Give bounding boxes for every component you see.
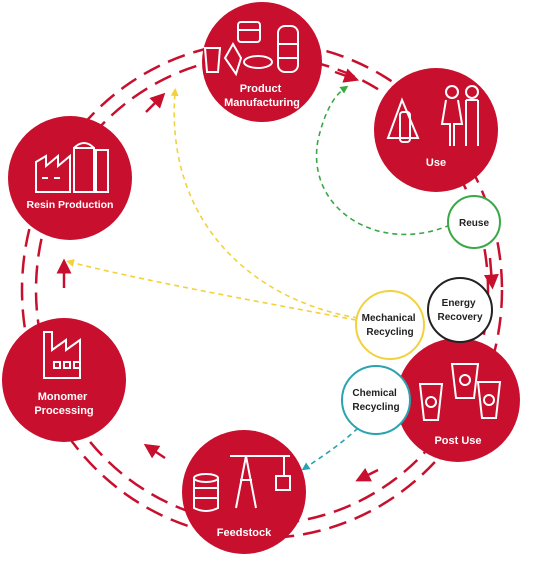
label-resin-production: Resin Production	[27, 199, 114, 211]
recycling-bins-icon	[418, 363, 502, 421]
label-product-manufacturing-2: Manufacturing	[224, 97, 300, 109]
stage-monomer-processing: Monomer Processing	[2, 318, 126, 442]
resin-factory-icon	[35, 142, 109, 193]
mechanical-to-resin-flow	[66, 259, 357, 321]
mechanical-to-manufacturing-flow	[170, 88, 359, 319]
svg-text:Chemical Recycling: Chemical Recycling	[352, 388, 399, 413]
arrow-use-to-postuse	[483, 257, 499, 290]
stage-resin-production: Resin Production	[8, 116, 132, 240]
svg-text:Product Manufacturing: Product Manufacturing	[224, 83, 300, 109]
label-product-manufacturing-1: Product	[240, 83, 282, 95]
oil-rig-icon	[193, 455, 291, 512]
arrow-manufacturing-to-use	[334, 68, 360, 83]
stage-feedstock: Feedstock	[182, 430, 306, 554]
label-chemical-recycling-2: Recycling	[352, 402, 399, 413]
label-monomer-processing-1: Monomer	[38, 391, 88, 403]
people-recycling-icon	[386, 85, 479, 146]
label-monomer-processing-2: Processing	[34, 405, 93, 417]
stage-post-use: Post Use	[396, 338, 520, 462]
svg-text:Energy Recovery: Energy Recovery	[437, 298, 482, 323]
label-energy-recovery-1: Energy	[442, 298, 476, 309]
option-reuse: Reuse	[447, 195, 501, 249]
label-use: Use	[426, 157, 446, 169]
manufacturing-products-icon	[203, 21, 299, 77]
label-feedstock: Feedstock	[217, 527, 272, 539]
factory-icon	[43, 331, 81, 379]
option-chemical-recycling: Chemical Recycling	[341, 365, 411, 435]
chemical-to-feedstock-flow	[301, 427, 359, 471]
label-chemical-recycling-1: Chemical	[352, 388, 397, 399]
label-mechanical-recycling-1: Mechanical	[362, 313, 416, 324]
stage-use: Use	[374, 68, 498, 192]
svg-text:Mechanical Recycling: Mechanical Recycling	[362, 313, 419, 338]
stage-product-manufacturing: Product Manufacturing	[202, 2, 322, 122]
arrow-feedstock-to-monomer	[143, 443, 166, 460]
svg-text:Monomer Processing: Monomer Processing	[34, 391, 93, 417]
arrow-resin-to-manufacturing	[145, 92, 166, 113]
secondary-flows	[66, 85, 451, 471]
cycle-arrows	[56, 68, 499, 482]
option-mechanical-recycling: Mechanical Recycling	[355, 290, 425, 360]
label-reuse: Reuse	[459, 218, 489, 229]
arrow-postuse-to-feedstock	[355, 467, 379, 482]
reuse-flow	[315, 85, 451, 236]
label-post-use: Post Use	[434, 435, 481, 447]
label-energy-recovery-2: Recovery	[437, 312, 482, 323]
label-mechanical-recycling-2: Recycling	[366, 327, 413, 338]
option-energy-recovery: Energy Recovery	[427, 277, 493, 343]
